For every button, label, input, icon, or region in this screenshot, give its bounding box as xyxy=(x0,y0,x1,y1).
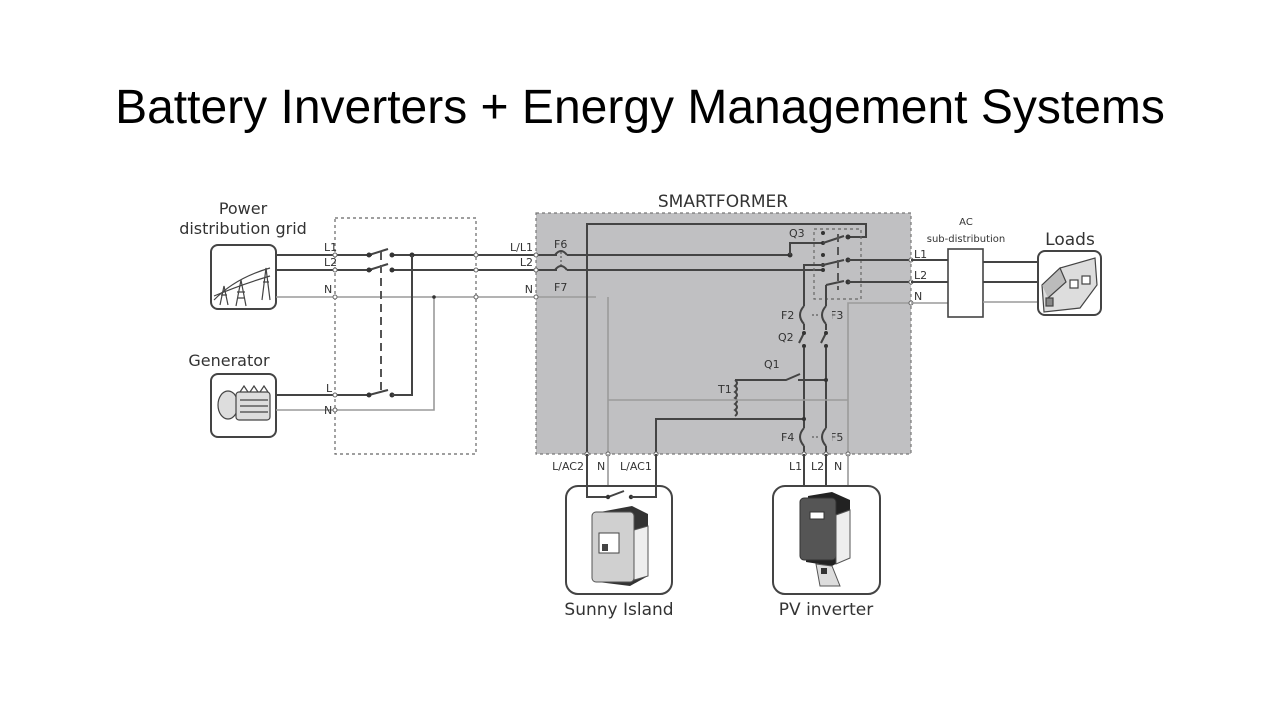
branch-devices xyxy=(798,305,832,447)
t1-label: T1 xyxy=(717,383,732,396)
sf-out-l1-label: L1 xyxy=(914,248,927,261)
q2-label: Q2 xyxy=(778,331,794,344)
sunny-island-label: Sunny Island xyxy=(564,600,673,620)
slide-title: Battery Inverters + Energy Management Sy… xyxy=(115,81,1165,134)
grid-l1-label: L1 xyxy=(324,241,337,254)
grid-label-line2: distribution grid xyxy=(179,219,307,238)
power-pylon-icon xyxy=(213,267,271,307)
ac-sub-label-line2: sub-distribution xyxy=(927,234,1006,245)
pv-inverter-icon xyxy=(799,492,851,587)
grid-switch-l2 xyxy=(368,263,389,271)
generator-wires xyxy=(276,255,436,413)
f6-fuse xyxy=(554,250,568,256)
smartformer-box xyxy=(535,212,912,455)
si-n-label: N xyxy=(597,460,605,473)
grid-label-line1: Power xyxy=(219,199,268,218)
f7-label: F7 xyxy=(554,281,567,294)
grid-n-label: N xyxy=(324,283,332,296)
f4-label: F4 xyxy=(781,431,794,444)
gen-n-label: N xyxy=(324,404,332,417)
ac-sub-label-line1: AC xyxy=(959,217,973,228)
f2-label: F2 xyxy=(781,309,794,322)
sf-in-l2-label: L2 xyxy=(520,256,533,269)
q1-switch xyxy=(735,373,801,381)
generator-component: Generator xyxy=(188,351,277,438)
q3-label: Q3 xyxy=(789,227,805,240)
sf-in-n-label: N xyxy=(525,283,533,296)
f6-label: F6 xyxy=(554,238,567,251)
sf-out-n-label: N xyxy=(914,290,922,303)
grid-switch-l1 xyxy=(368,248,389,256)
generator-icon xyxy=(217,384,271,421)
pv-l2-label: L2 xyxy=(811,460,824,473)
t1-coil xyxy=(733,379,738,417)
pv-n-label: N xyxy=(834,460,842,473)
f3-label: F3 xyxy=(830,309,843,322)
sunny-island-switch xyxy=(586,486,625,498)
sf-in-l1-label: L/L1 xyxy=(510,241,533,254)
ac-sub-box xyxy=(947,248,984,318)
pv-l1-label: L1 xyxy=(789,460,802,473)
generator-label: Generator xyxy=(188,351,270,370)
sunny-island-component: Sunny Island xyxy=(564,454,674,620)
pv-inverter-component: PV inverter xyxy=(772,454,881,620)
ac-subdistribution: AC sub-distribution xyxy=(911,217,1038,318)
loads-component: Loads xyxy=(1037,230,1102,316)
battery-inverter-icon xyxy=(591,506,649,586)
q1-label: Q1 xyxy=(764,358,780,371)
f5-label: F5 xyxy=(830,431,843,444)
pv-inverter-label: PV inverter xyxy=(779,600,873,620)
loads-label: Loads xyxy=(1045,230,1095,250)
si-lac1-label: L/AC1 xyxy=(620,460,652,473)
transfer-switch-box xyxy=(334,217,477,455)
si-lac2-label: L/AC2 xyxy=(552,460,584,473)
grid-l2-label: L2 xyxy=(324,256,337,269)
smartformer: SMARTFORMER xyxy=(535,192,912,455)
smartformer-label: SMARTFORMER xyxy=(658,192,788,212)
grid-component: Power distribution grid xyxy=(179,199,307,310)
sf-out-l2-label: L2 xyxy=(914,269,927,282)
grid-wires xyxy=(276,248,596,393)
house-icon xyxy=(1041,257,1098,313)
grid-icon-frame xyxy=(210,244,277,310)
gen-l-label: L xyxy=(326,382,333,395)
